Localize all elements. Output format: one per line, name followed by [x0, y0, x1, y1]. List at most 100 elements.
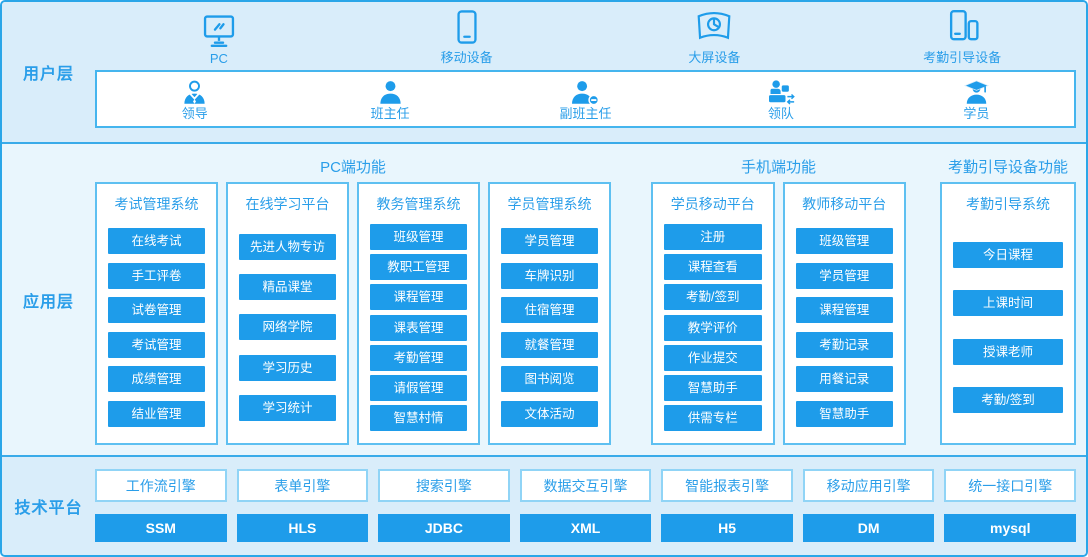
layer-label-tech: 技术平台 [14, 500, 83, 517]
feature-chip: 班级管理 [370, 224, 467, 251]
large-screen-icon [694, 8, 734, 46]
engine-box: 搜索引擎 [378, 469, 510, 502]
engine-box: 统一接口引擎 [944, 469, 1077, 502]
tech-box: HLS [236, 514, 369, 542]
attendance-device-icon [943, 8, 981, 46]
user-label: 副班主任 [559, 106, 612, 122]
feature-chip: 考勤管理 [370, 344, 467, 371]
device-big-screen: 大屏设备 [591, 8, 839, 70]
layer-label-app: 应用层 [22, 293, 74, 311]
engine-box: 移动应用引擎 [802, 469, 935, 502]
feature-chip: 考勤/签到 [664, 284, 762, 311]
feature-chip: 车牌识别 [501, 262, 598, 289]
feature-chip: 成绩管理 [108, 366, 205, 393]
engine-box: 表单引擎 [236, 469, 369, 502]
device-label: PC [209, 51, 228, 66]
feature-chip: 就餐管理 [501, 331, 598, 358]
feature-chip: 课程管理 [370, 284, 467, 311]
feature-chip: 手工评卷 [108, 262, 205, 289]
feature-chip: 教职工管理 [370, 254, 467, 281]
feature-chip: 作业提交 [664, 344, 762, 371]
feature-chip: 课程查看 [664, 254, 762, 281]
feature-panel: 考勤引导系统今日课程上课时间授课老师考勤/签到 [940, 182, 1076, 445]
app-group: 手机端功能学员移动平台注册课程查看考勤/签到教学评价作业提交智慧助手供需专栏教师… [651, 151, 906, 445]
panel-title: 教师移动平台 [802, 195, 887, 212]
feature-chip: 考试管理 [108, 331, 205, 358]
feature-chip: 考勤记录 [795, 331, 893, 358]
feature-chip: 授课老师 [953, 338, 1063, 365]
feature-chip: 结业管理 [108, 400, 205, 427]
feature-chip: 智慧村情 [370, 404, 467, 431]
feature-chip: 供需专栏 [664, 404, 762, 431]
feature-chip: 注册 [664, 224, 762, 251]
device-mobile: 移动设备 [343, 8, 591, 70]
device-label: 移动设备 [440, 50, 493, 65]
user-label: 学员 [963, 106, 990, 122]
tech-column: 工作流引擎 SSM [95, 469, 227, 542]
panel-title: 教务管理系统 [376, 195, 461, 212]
devices-row: PC 移动设备 大屏设备 考勤引导设备 [95, 2, 1086, 70]
feature-chip: 智慧助手 [664, 374, 762, 401]
feature-chip: 请假管理 [370, 374, 467, 401]
group-title: PC端功能 [320, 159, 386, 176]
feature-chip: 学员管理 [501, 228, 598, 255]
layer-label-user: 用户层 [22, 66, 74, 83]
user-layer-content: PC 移动设备 大屏设备 考勤引导设备 领导 班主任 副班主任 领队 学员 [95, 2, 1086, 142]
user-team-leader: 领队 [683, 72, 878, 126]
user-leader: 领导 [97, 72, 292, 126]
feature-chip: 用餐记录 [795, 366, 893, 393]
feature-chip: 试卷管理 [108, 297, 205, 324]
panel-title: 考试管理系统 [114, 195, 199, 212]
feature-chip: 课表管理 [370, 314, 467, 341]
tech-box: XML [519, 514, 652, 542]
head-teacher-icon [377, 76, 404, 106]
feature-chip: 班级管理 [795, 228, 893, 255]
feature-chip: 文体活动 [501, 400, 598, 427]
feature-panel: 在线学习平台先进人物专访精品课堂网络学院学习历史学习统计 [226, 182, 349, 445]
feature-chip: 学习统计 [239, 394, 336, 421]
leader-icon [181, 76, 208, 106]
user-layer-section: 用户层 PC 移动设备 大屏设备 考勤引导设备 领导 班主任 副班主任 领队 [2, 2, 1086, 142]
panel-title: 在线学习平台 [245, 195, 330, 212]
engine-box: 智能报表引擎 [661, 469, 793, 502]
tech-box: DM [802, 514, 935, 542]
tech-box: SSM [95, 514, 227, 542]
pc-icon [201, 12, 237, 50]
feature-chip: 今日课程 [953, 242, 1063, 269]
engine-box: 工作流引擎 [95, 469, 227, 502]
feature-chip: 图书阅览 [501, 366, 598, 393]
vice-head-teacher-icon [570, 76, 601, 106]
app-group: PC端功能考试管理系统在线考试手工评卷试卷管理考试管理成绩管理结业管理 在线学习平… [95, 151, 611, 445]
app-groups: PC端功能考试管理系统在线考试手工评卷试卷管理考试管理成绩管理结业管理 在线学习平… [95, 144, 1086, 455]
feature-panel: 教师移动平台班级管理学员管理课程管理考勤记录用餐记录智慧助手 [782, 182, 906, 445]
user-student: 学员 [879, 72, 1074, 126]
feature-chip: 网络学院 [239, 314, 336, 341]
user-head-teacher: 班主任 [292, 72, 487, 126]
team-leader-icon [766, 76, 796, 106]
tech-box: H5 [661, 514, 793, 542]
feature-chip: 住宿管理 [501, 297, 598, 324]
feature-panel: 考试管理系统在线考试手工评卷试卷管理考试管理成绩管理结业管理 [95, 182, 218, 445]
feature-panel: 教务管理系统班级管理教职工管理课程管理课表管理考勤管理请假管理智慧村情 [357, 182, 480, 445]
users-panel: 领导 班主任 副班主任 领队 学员 [95, 70, 1076, 128]
feature-chip: 在线考试 [108, 228, 205, 255]
student-icon [963, 76, 990, 106]
tech-column: 智能报表引擎 H5 [661, 469, 793, 542]
group-title: 考勤引导设备功能 [947, 159, 1068, 176]
feature-chip: 智慧助手 [795, 400, 893, 427]
feature-chip: 上课时间 [953, 290, 1063, 317]
feature-panel: 学员移动平台注册课程查看考勤/签到教学评价作业提交智慧助手供需专栏 [651, 182, 775, 445]
device-pc: PC [95, 12, 343, 70]
tech-column: 移动应用引擎 DM [802, 469, 935, 542]
feature-panel: 学员管理系统学员管理车牌识别住宿管理就餐管理图书阅览文体活动 [488, 182, 611, 445]
panel-title: 学员移动平台 [670, 195, 755, 212]
feature-chip: 先进人物专访 [239, 234, 336, 261]
app-group: 考勤引导设备功能考勤引导系统今日课程上课时间授课老师考勤/签到 [940, 151, 1076, 445]
mobile-device-icon [451, 8, 483, 46]
